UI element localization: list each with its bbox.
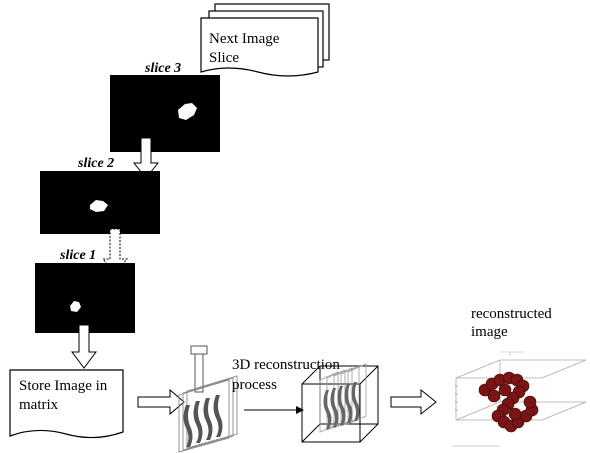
slice-2-label: slice 2: [77, 156, 114, 171]
result-label-line1: reconstructed: [471, 306, 552, 322]
slice-3: slice 3: [110, 61, 220, 152]
arrow-stack-to-process: [244, 406, 304, 414]
slice-3-image: [110, 75, 220, 152]
arrow-store-to-stack: [137, 388, 185, 416]
next-image-slice-stack: Next Image Slice: [200, 3, 330, 77]
next-slice-label-line2: Slice: [209, 50, 239, 66]
next-slice-label-line1: Next Image: [209, 31, 280, 47]
slice-1-label: slice 1: [59, 248, 96, 263]
store-label-line2: matrix: [19, 397, 59, 413]
reconstructed-image: reconstructed image: [448, 306, 587, 448]
arrow-slice3-to-slice2: [132, 137, 160, 179]
reconstruction-cube: 3D reconstruction process: [232, 357, 379, 443]
slice-2-region: [90, 200, 108, 212]
result-label-line2: image: [471, 324, 508, 340]
store-label-line1: Store Image in: [19, 378, 108, 394]
store-matrix-box: Store Image in matrix: [9, 369, 124, 439]
slice-3-region: [178, 103, 197, 120]
arrow-process-to-result: [390, 388, 437, 416]
slice-3-label: slice 3: [144, 61, 181, 76]
arrow-slice1-to-store: [71, 324, 97, 369]
slice-2: slice 2: [40, 156, 160, 234]
process-label-line2: process: [232, 377, 277, 393]
process-label-line1: 3D reconstruction: [232, 357, 340, 373]
reconstructed-volume: [478, 371, 539, 433]
slice-1-image: [35, 263, 135, 333]
matrix-slice-stack: [178, 345, 238, 453]
slice-1: slice 1: [35, 248, 135, 333]
slice-1-region: [70, 301, 81, 312]
